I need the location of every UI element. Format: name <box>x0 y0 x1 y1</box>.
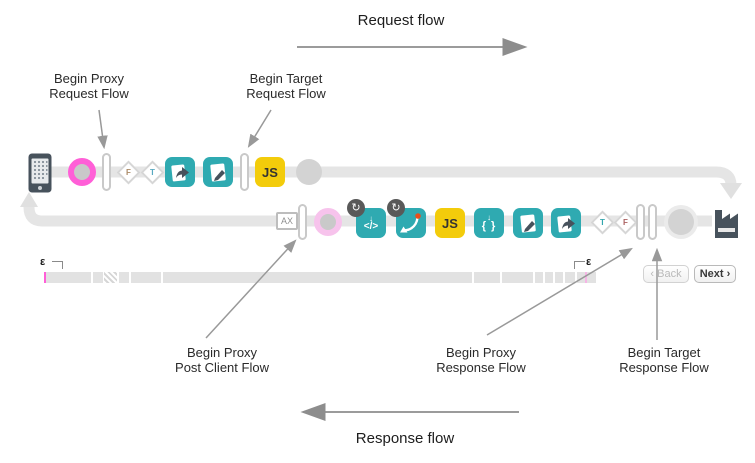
callout-glyph <box>171 164 189 182</box>
response-end-dot[interactable] <box>668 209 694 235</box>
replay-arrow-icon: ↻ <box>351 202 361 214</box>
condition-letter: T <box>599 217 605 227</box>
condition-letter: T <box>149 167 155 177</box>
factory-target-icon[interactable] <box>711 204 741 240</box>
replay-badge-icon: ↻ <box>347 199 365 217</box>
elapsed-bracket-right <box>574 261 585 269</box>
proxy-post-client-flow-divider[interactable] <box>298 204 307 240</box>
request-end-dot[interactable] <box>296 159 322 185</box>
proxy-request-flow-divider[interactable] <box>102 153 111 191</box>
annotation-line: Request Flow <box>49 86 129 101</box>
timeline-segment[interactable] <box>545 272 553 283</box>
js-label: JS <box>442 215 458 231</box>
callout-policy-icon[interactable] <box>165 157 195 187</box>
timeline-segment[interactable] <box>131 272 161 283</box>
callout-policy-icon-response[interactable] <box>551 208 581 238</box>
target-response-flow-divider[interactable] <box>648 204 657 240</box>
back-button-label: ‹ Back <box>650 268 682 280</box>
condition-true-diamond-request[interactable]: T <box>139 159 165 185</box>
json-extract-policy-icon[interactable]: ↓ { } <box>474 208 504 238</box>
timeline-segment[interactable] <box>535 272 543 283</box>
response-client-dot[interactable] <box>314 208 342 236</box>
condition-false-diamond-response[interactable]: F <box>612 209 638 235</box>
braces-label: { } <box>481 220 497 232</box>
callout-glyph <box>557 215 575 233</box>
timeline-cursor-start[interactable] <box>44 272 46 283</box>
annotation-line: Response Flow <box>619 360 709 375</box>
analytics-label: AX <box>280 216 293 226</box>
timeline-track[interactable] <box>44 272 596 283</box>
next-button[interactable]: Next › <box>694 265 736 283</box>
timeline-segment[interactable] <box>46 272 91 283</box>
analytics-step-box[interactable]: AX <box>276 212 298 230</box>
annotation-begin-proxy-response: Begin Proxy Response Flow <box>411 345 551 375</box>
timeline-segment[interactable] <box>565 272 575 283</box>
javascript-policy-icon-request[interactable]: JS <box>255 157 285 187</box>
request-start-dot[interactable] <box>68 158 96 186</box>
proxy-request-annotation-arrow <box>97 109 108 150</box>
timeline-segment[interactable] <box>119 272 129 283</box>
annotation-line: Request Flow <box>246 86 326 101</box>
proxy-response-flow-divider[interactable] <box>636 204 645 240</box>
code-glyph: ↓ </> <box>363 214 379 232</box>
condition-letter: F <box>622 217 628 227</box>
condition-true-diamond-response[interactable]: T <box>589 209 615 235</box>
js-label: JS <box>262 164 278 180</box>
timeline-segment-hatched[interactable] <box>104 272 117 283</box>
timeline-segment[interactable] <box>502 272 533 283</box>
annotation-line: Begin Proxy <box>445 345 517 360</box>
elapsed-epsilon-right: ε <box>586 256 592 268</box>
elapsed-epsilon-left: ε <box>40 256 46 268</box>
timeline-segment[interactable] <box>555 272 563 283</box>
response-track-arrowhead <box>20 192 38 207</box>
annotation-line: Response Flow <box>436 360 526 375</box>
annotation-line: Begin Proxy <box>53 71 125 86</box>
annotation-begin-proxy-post-client: Begin Proxy Post Client Flow <box>152 345 292 375</box>
timeline-segment[interactable] <box>163 272 472 283</box>
request-flow-title: Request flow <box>357 12 445 29</box>
annotation-line: Begin Proxy <box>186 345 258 360</box>
annotation-line: Begin Target <box>627 345 701 360</box>
back-button[interactable]: ‹ Back <box>643 265 689 283</box>
replay-badge-icon: ↻ <box>387 199 405 217</box>
target-request-flow-divider[interactable] <box>240 153 249 191</box>
javascript-policy-icon-response[interactable]: JS <box>435 208 465 238</box>
replay-arrow-icon: ↻ <box>391 202 401 214</box>
target-request-annotation-arrow <box>247 109 272 148</box>
elapsed-bracket-left <box>52 261 63 269</box>
timeline-cursor-end[interactable] <box>585 272 587 283</box>
pencil-glyph <box>210 163 226 182</box>
annotation-line: Post Client Flow <box>175 360 269 375</box>
response-flow-title: Response flow <box>355 430 455 447</box>
code-label: </> <box>363 220 379 232</box>
assign-message-policy-icon-response[interactable] <box>513 208 543 238</box>
post-client-annotation-arrow <box>205 239 297 339</box>
condition-false-diamond-request[interactable]: F <box>115 159 141 185</box>
timeline-segment[interactable] <box>93 272 103 283</box>
condition-letter: F <box>125 167 131 177</box>
proxy-response-annotation-arrow <box>486 247 633 336</box>
pencil-glyph <box>520 214 536 233</box>
braces-glyph: ↓ { } <box>482 214 497 232</box>
assign-message-policy-icon[interactable] <box>203 157 233 187</box>
request-track-arrowhead <box>720 183 742 199</box>
annotation-begin-target-response: Begin Target Response Flow <box>594 345 734 375</box>
annotation-begin-proxy-request: Begin Proxy Request Flow <box>29 71 149 101</box>
next-button-label: Next › <box>699 268 731 280</box>
annotation-begin-target-request: Begin Target Request Flow <box>226 71 346 101</box>
smartphone-client-icon[interactable] <box>28 153 52 193</box>
annotation-line: Begin Target <box>249 71 323 86</box>
timeline-segment[interactable] <box>474 272 500 283</box>
